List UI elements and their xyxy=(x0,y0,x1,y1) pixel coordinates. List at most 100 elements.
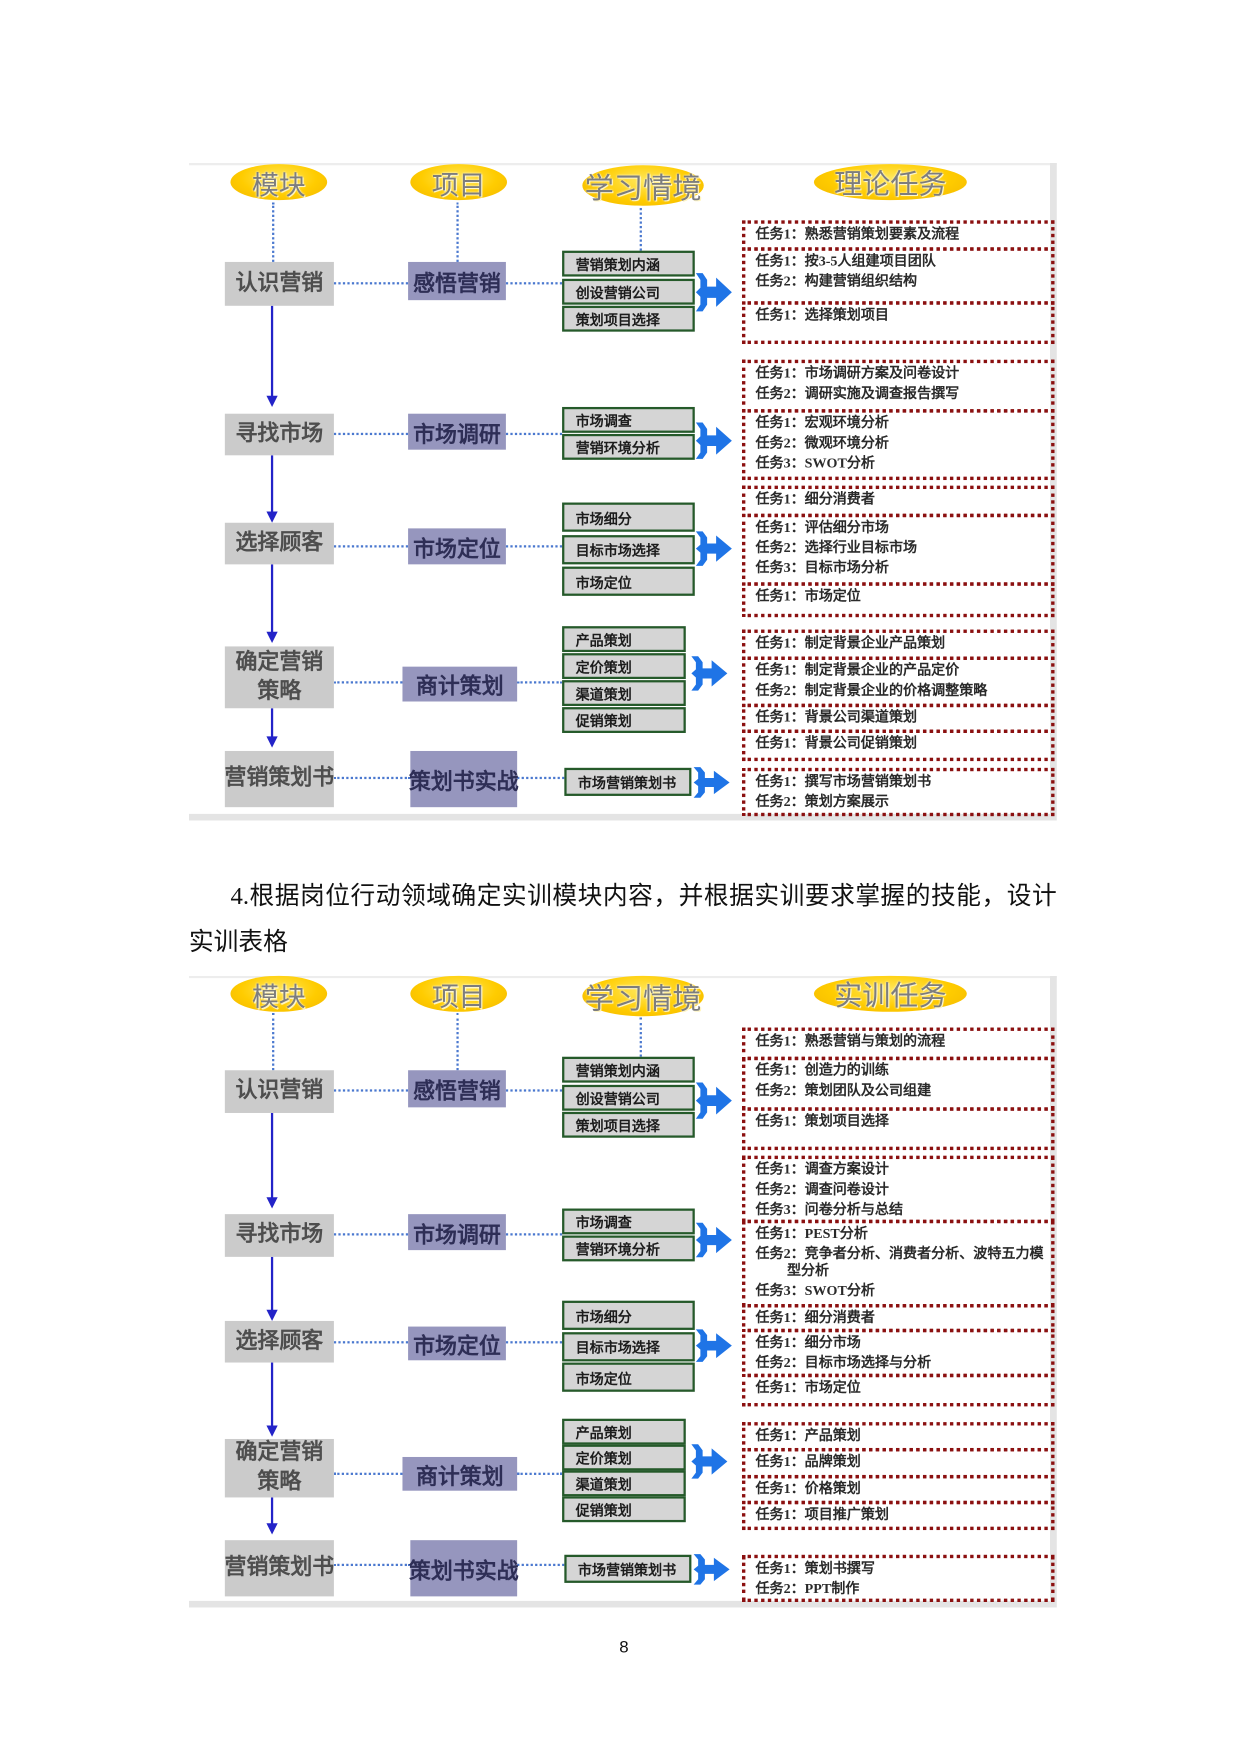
task-item: 任务1：细分市场 xyxy=(755,1333,861,1350)
task-item: 任务2：微观环境分析 xyxy=(755,434,889,451)
brace-arrow-icon xyxy=(695,270,733,315)
connector-line xyxy=(333,776,411,780)
module-box: 确定营销 策略 xyxy=(224,646,334,709)
task-item: 任务1：熟悉营销与策划的流程 xyxy=(755,1032,946,1049)
header-connector-line xyxy=(272,1012,275,1071)
task-item: 任务1：品牌策划 xyxy=(755,1453,861,1469)
task-group: 任务1：背景公司渠道策划 xyxy=(741,703,1055,733)
scenario-box: 市场定位 xyxy=(562,566,695,596)
task-group: 任务1：熟悉营销策划要素及流程 xyxy=(741,220,1055,251)
project-box: 市场定位 xyxy=(408,1326,506,1361)
project-box: 感悟营销 xyxy=(408,261,506,301)
module-box: 确定营销 策略 xyxy=(224,1438,334,1498)
header-project: 项目 xyxy=(410,164,508,201)
connector-line xyxy=(517,681,563,684)
task-item: 任务1：策划项目选择 xyxy=(755,1112,889,1129)
task-group: 任务1：PEST分析任务2：竞争者分析、消费者分析、波特五力模型分析任务3：SW… xyxy=(741,1219,1055,1308)
project-box: 市场调研 xyxy=(408,413,506,450)
paragraph-line: 4.根据岗位行动领域确定实训模块内容，并根据实训要求掌握的技能，设计 xyxy=(230,881,1057,910)
task-item: 任务1：背景公司促销策划 xyxy=(755,734,918,751)
task-item: 任务1：细分消费者 xyxy=(755,490,875,507)
down-arrow xyxy=(266,305,278,407)
header-tasks: 实训任务 xyxy=(813,975,967,1012)
scenario-box: 定价策划 xyxy=(562,653,686,680)
scenario-box: 促销策划 xyxy=(562,707,686,733)
brace-arrow-icon xyxy=(695,1220,733,1260)
header-connector-line xyxy=(456,202,459,262)
project-box: 策划书实战 xyxy=(409,750,519,808)
header-module: 模块 xyxy=(230,164,328,201)
task-item: 任务1：PEST分析 xyxy=(755,1224,868,1241)
connector-line xyxy=(333,1233,409,1236)
task-item: 任务1：按3-5人组建项目团队 xyxy=(755,252,936,269)
header-connector-line xyxy=(639,207,642,251)
task-item: 任务1：评估细分市场 xyxy=(755,518,889,535)
connector-line xyxy=(333,1472,403,1475)
connector-line xyxy=(333,681,403,684)
brace-arrow-icon xyxy=(695,1327,733,1365)
task-group: 任务1：背景公司促销策划 xyxy=(741,729,1055,762)
module-box: 营销策划书 xyxy=(225,1540,334,1597)
task-group: 任务1：策划项目选择 xyxy=(741,1107,1055,1151)
header-module: 模块 xyxy=(230,975,328,1012)
connector-line xyxy=(505,432,563,436)
brace-arrow-icon xyxy=(695,528,733,568)
module-box: 认识营销 xyxy=(224,261,334,306)
brace-arrow-shape xyxy=(695,273,732,312)
module-box: 寻找市场 xyxy=(224,1214,334,1257)
task-item: 任务1：策划书撰写 xyxy=(755,1559,875,1576)
brace-arrow-icon xyxy=(695,419,733,462)
scenario-box: 策划项目选择 xyxy=(562,1111,695,1138)
scenario-box: 营销策划内涵 xyxy=(562,250,695,277)
flow-diagram-training: 模块项目学习情境实训任务认识营销感悟营销营销策划内涵创设营销公司策划项目选择任务… xyxy=(188,975,1057,1608)
scenario-box: 产品策划 xyxy=(562,626,686,653)
task-group: 任务1：细分消费者 xyxy=(741,485,1055,518)
task-item: 任务1：市场定位 xyxy=(755,1378,861,1395)
task-item: 任务3：目标市场分析 xyxy=(755,559,889,576)
project-box: 市场定位 xyxy=(408,528,506,565)
task-group: 任务1：产品策划 xyxy=(741,1422,1055,1452)
brace-arrow-shape xyxy=(695,1329,732,1362)
task-item: 任务2：调研实施及调查报告撰写 xyxy=(755,385,960,401)
brace-arrow-shape xyxy=(691,1444,728,1479)
header-project: 项目 xyxy=(410,975,508,1012)
scenario-box: 促销策划 xyxy=(562,1496,686,1523)
task-item: 任务2：策划方案展示 xyxy=(755,793,889,809)
connector-line xyxy=(505,1089,563,1092)
scenario-box: 营销环境分析 xyxy=(562,433,695,460)
task-item: 任务1：制定背景企业的产品定价 xyxy=(755,661,960,678)
brace-arrow-icon xyxy=(693,764,731,800)
scenario-box: 营销策划内涵 xyxy=(562,1056,695,1083)
task-item: 任务1：熟悉营销策划要素及流程 xyxy=(755,225,960,242)
task-group: 任务1：价格策划 xyxy=(741,1474,1055,1505)
scenario-box: 市场营销策划书 xyxy=(564,767,692,796)
brace-arrow-icon xyxy=(695,1079,733,1122)
task-group: 任务1：创造力的训练任务2：策划团队及公司组建 xyxy=(741,1056,1055,1111)
brace-arrow-shape xyxy=(695,531,732,566)
task-group: 任务1：按3-5人组建项目团队任务2：构建营销组织结构 xyxy=(741,247,1055,305)
brace-arrow-icon xyxy=(690,653,728,693)
connector-line xyxy=(505,1341,563,1344)
brace-arrow-icon xyxy=(693,1551,731,1587)
down-arrow xyxy=(266,1362,278,1437)
connector-line xyxy=(505,282,563,285)
connector-line xyxy=(333,282,409,285)
connector-line xyxy=(333,1089,409,1092)
header-connector-line xyxy=(639,1017,642,1057)
task-item: 任务2：策划团队及公司组建 xyxy=(755,1082,932,1098)
down-arrow xyxy=(266,1256,278,1321)
task-group: 任务1：制定背景企业产品策划 xyxy=(741,629,1055,660)
scenario-box: 市场营销策划书 xyxy=(564,1554,692,1583)
task-item: 任务3：SWOT分析 xyxy=(755,1282,875,1298)
task-item: 任务1：产品策划 xyxy=(755,1427,861,1443)
task-group: 任务1：评估细分市场任务2：选择行业目标市场任务3：目标市场分析 xyxy=(741,513,1055,586)
task-item: 任务3：问卷分析与总结 xyxy=(755,1201,904,1217)
connector-line xyxy=(333,432,409,436)
scenario-box: 目标市场选择 xyxy=(562,534,695,564)
module-box: 选择顾客 xyxy=(224,522,334,565)
flow-diagram-theory: 模块项目学习情境理论任务认识营销感悟营销营销策划内涵创设营销公司策划项目选择任务… xyxy=(188,163,1057,821)
scenario-box: 渠道策划 xyxy=(562,680,686,707)
task-group: 任务1：策划书撰写任务2：PPT制作 xyxy=(741,1554,1055,1602)
scenario-box: 市场定位 xyxy=(562,1362,695,1392)
header-connector-line xyxy=(272,202,275,262)
